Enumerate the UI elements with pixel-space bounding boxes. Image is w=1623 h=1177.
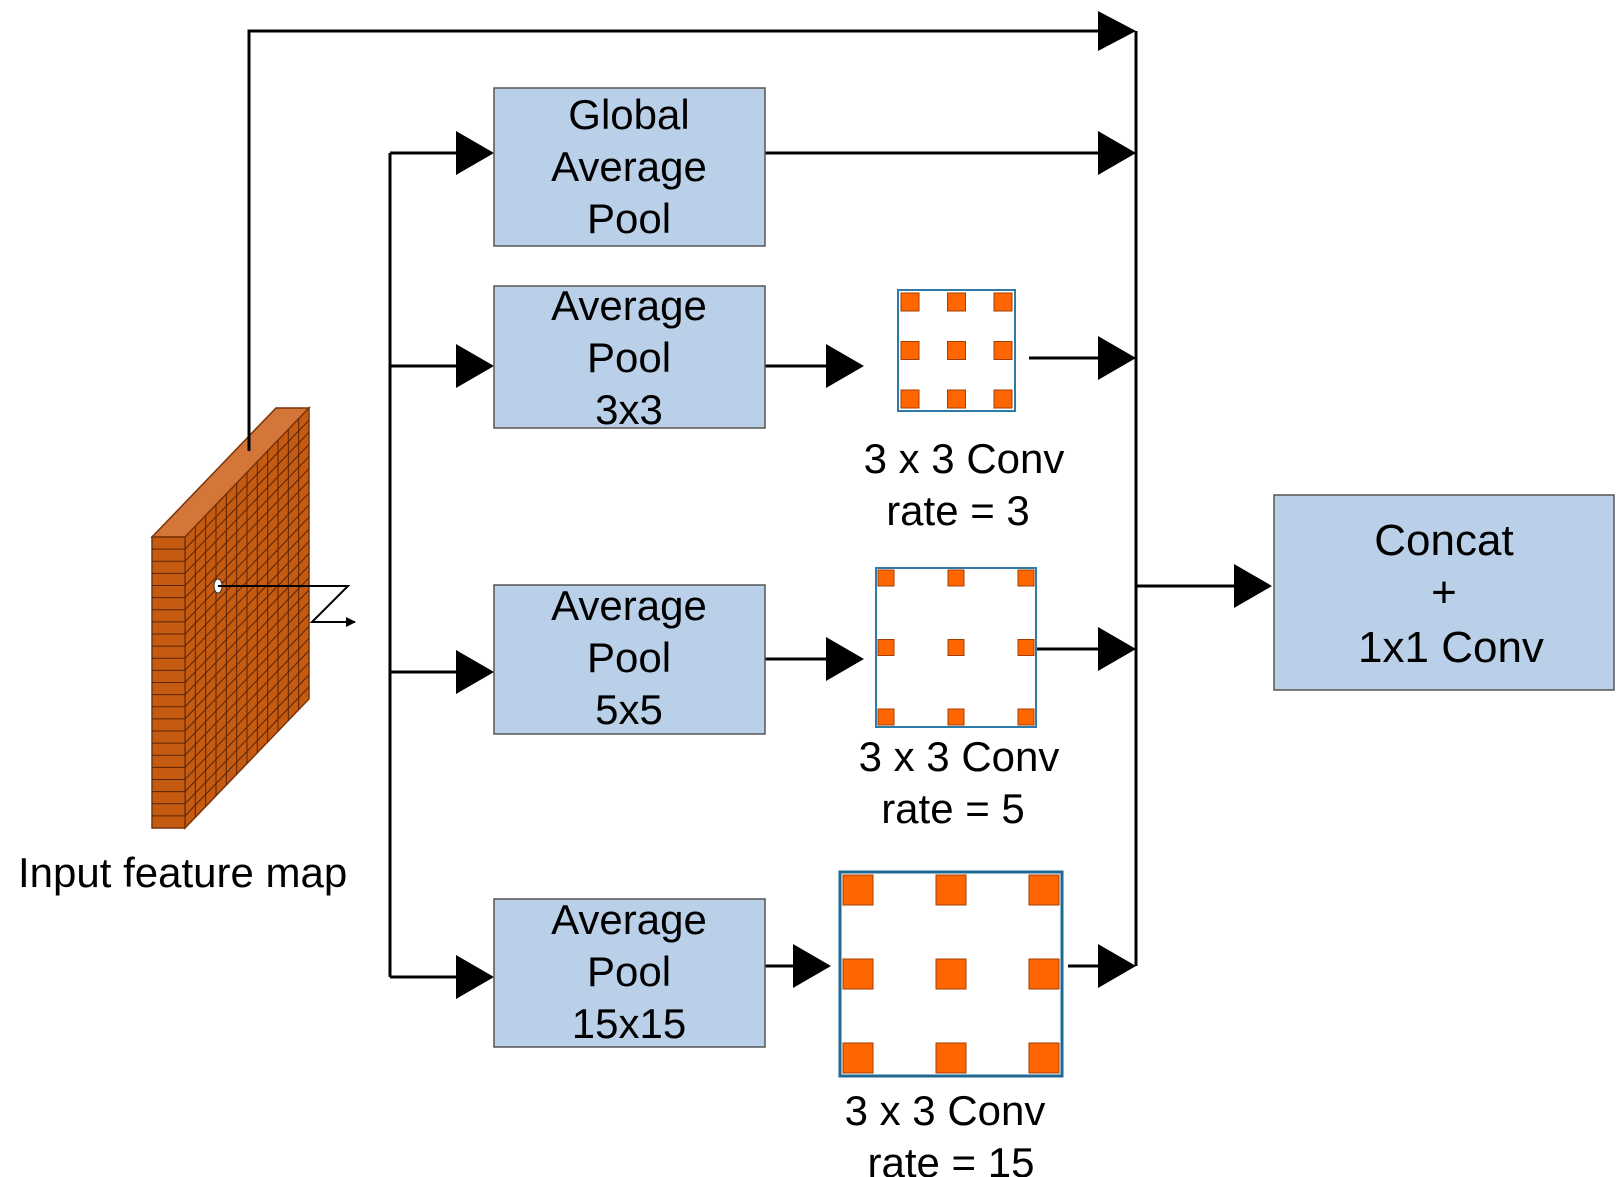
block-label: Pool (587, 948, 671, 995)
kernel-dot (935, 1042, 967, 1074)
connectors (247, 29, 1234, 979)
dilated-kernel-rate-3 (897, 289, 1016, 412)
average-pool-15x15-block: Average Pool 15x15 (493, 896, 766, 1048)
block-label: 1x1 Conv (1358, 623, 1544, 672)
arrow-icon (1098, 11, 1136, 51)
kernel-dot (842, 958, 874, 990)
conv-rate-label: rate = 15 (868, 1139, 1035, 1177)
conv-rate-label: rate = 3 (886, 487, 1030, 534)
arrow-icon (1098, 944, 1136, 988)
kernel-dot (1028, 958, 1060, 990)
arrow-icon (456, 131, 494, 175)
kernel-dot (935, 874, 967, 906)
block-label: Global (568, 91, 689, 138)
conv-label: 3 x 3 Conv (859, 733, 1060, 780)
kernel-dot (877, 569, 895, 587)
kernel-dot (947, 389, 966, 409)
kernel-dot (993, 341, 1013, 360)
block-label: + (1431, 568, 1457, 617)
block-label: 5x5 (595, 686, 663, 733)
input-feature-map-label: Input feature map (18, 849, 347, 896)
skip-connection-line (247, 29, 1098, 451)
arrowheads (456, 11, 1272, 999)
input-feature-map (150, 406, 356, 830)
arrow-icon (826, 344, 864, 388)
block-label: Pool (587, 334, 671, 381)
kernel-dot (1017, 708, 1035, 726)
block-label: Average (551, 896, 707, 943)
kernel-dot (842, 874, 874, 906)
kernel-dot (900, 292, 920, 312)
block-label: 15x15 (572, 1000, 686, 1047)
block-label: Concat (1374, 516, 1513, 565)
arrow-icon (456, 344, 494, 388)
arrow-icon (1098, 627, 1136, 671)
arrow-icon (456, 650, 494, 694)
block-label: Average (551, 282, 707, 329)
kernel-dot (1017, 569, 1035, 587)
arrow-icon (1234, 564, 1272, 608)
arrow-icon (826, 637, 864, 681)
kernel-dot (842, 1042, 874, 1074)
kernel-dot (935, 958, 967, 990)
kernel-dot (947, 569, 965, 587)
block-label: Average (551, 582, 707, 629)
kernel-dot (900, 389, 920, 409)
kernel-dot (877, 639, 895, 656)
global-average-pool-block: Global Average Pool (493, 87, 766, 247)
arrow-icon (1098, 131, 1136, 175)
average-pool-5x5-block: Average Pool 5x5 (493, 582, 766, 735)
kernel-dot (947, 708, 965, 726)
kernel-dot (993, 389, 1013, 409)
concat-conv-block: Concat + 1x1 Conv (1273, 494, 1615, 691)
conv-rate-label: rate = 5 (881, 785, 1025, 832)
kernel-dot (947, 341, 966, 360)
kernel-dots (877, 569, 1035, 726)
kernel-dots (900, 292, 1013, 409)
dilated-kernel-rate-15 (838, 870, 1064, 1078)
kernel-dot (947, 639, 965, 656)
kernel-dot (1017, 639, 1035, 656)
feature-map-axis (218, 585, 356, 627)
average-pool-3x3-block: Average Pool 3x3 (493, 282, 766, 433)
kernel-dots (842, 874, 1060, 1074)
arrow-icon (1098, 336, 1136, 380)
kernel-dot (947, 292, 966, 312)
block-label: Pool (587, 195, 671, 242)
kernel-dot (1028, 874, 1060, 906)
conv-label: 3 x 3 Conv (864, 435, 1065, 482)
block-label: Pool (587, 634, 671, 681)
kernel-dot (877, 708, 895, 726)
block-label: Average (551, 143, 707, 190)
kernel-dot (1028, 1042, 1060, 1074)
block-label: 3x3 (595, 386, 663, 433)
dilated-kernel-rate-5 (875, 567, 1037, 728)
conv-label: 3 x 3 Conv (845, 1087, 1046, 1134)
arrow-icon (456, 955, 494, 999)
kernel-dot (900, 341, 920, 360)
kernel-dot (993, 292, 1013, 312)
arrow-icon (793, 944, 831, 988)
